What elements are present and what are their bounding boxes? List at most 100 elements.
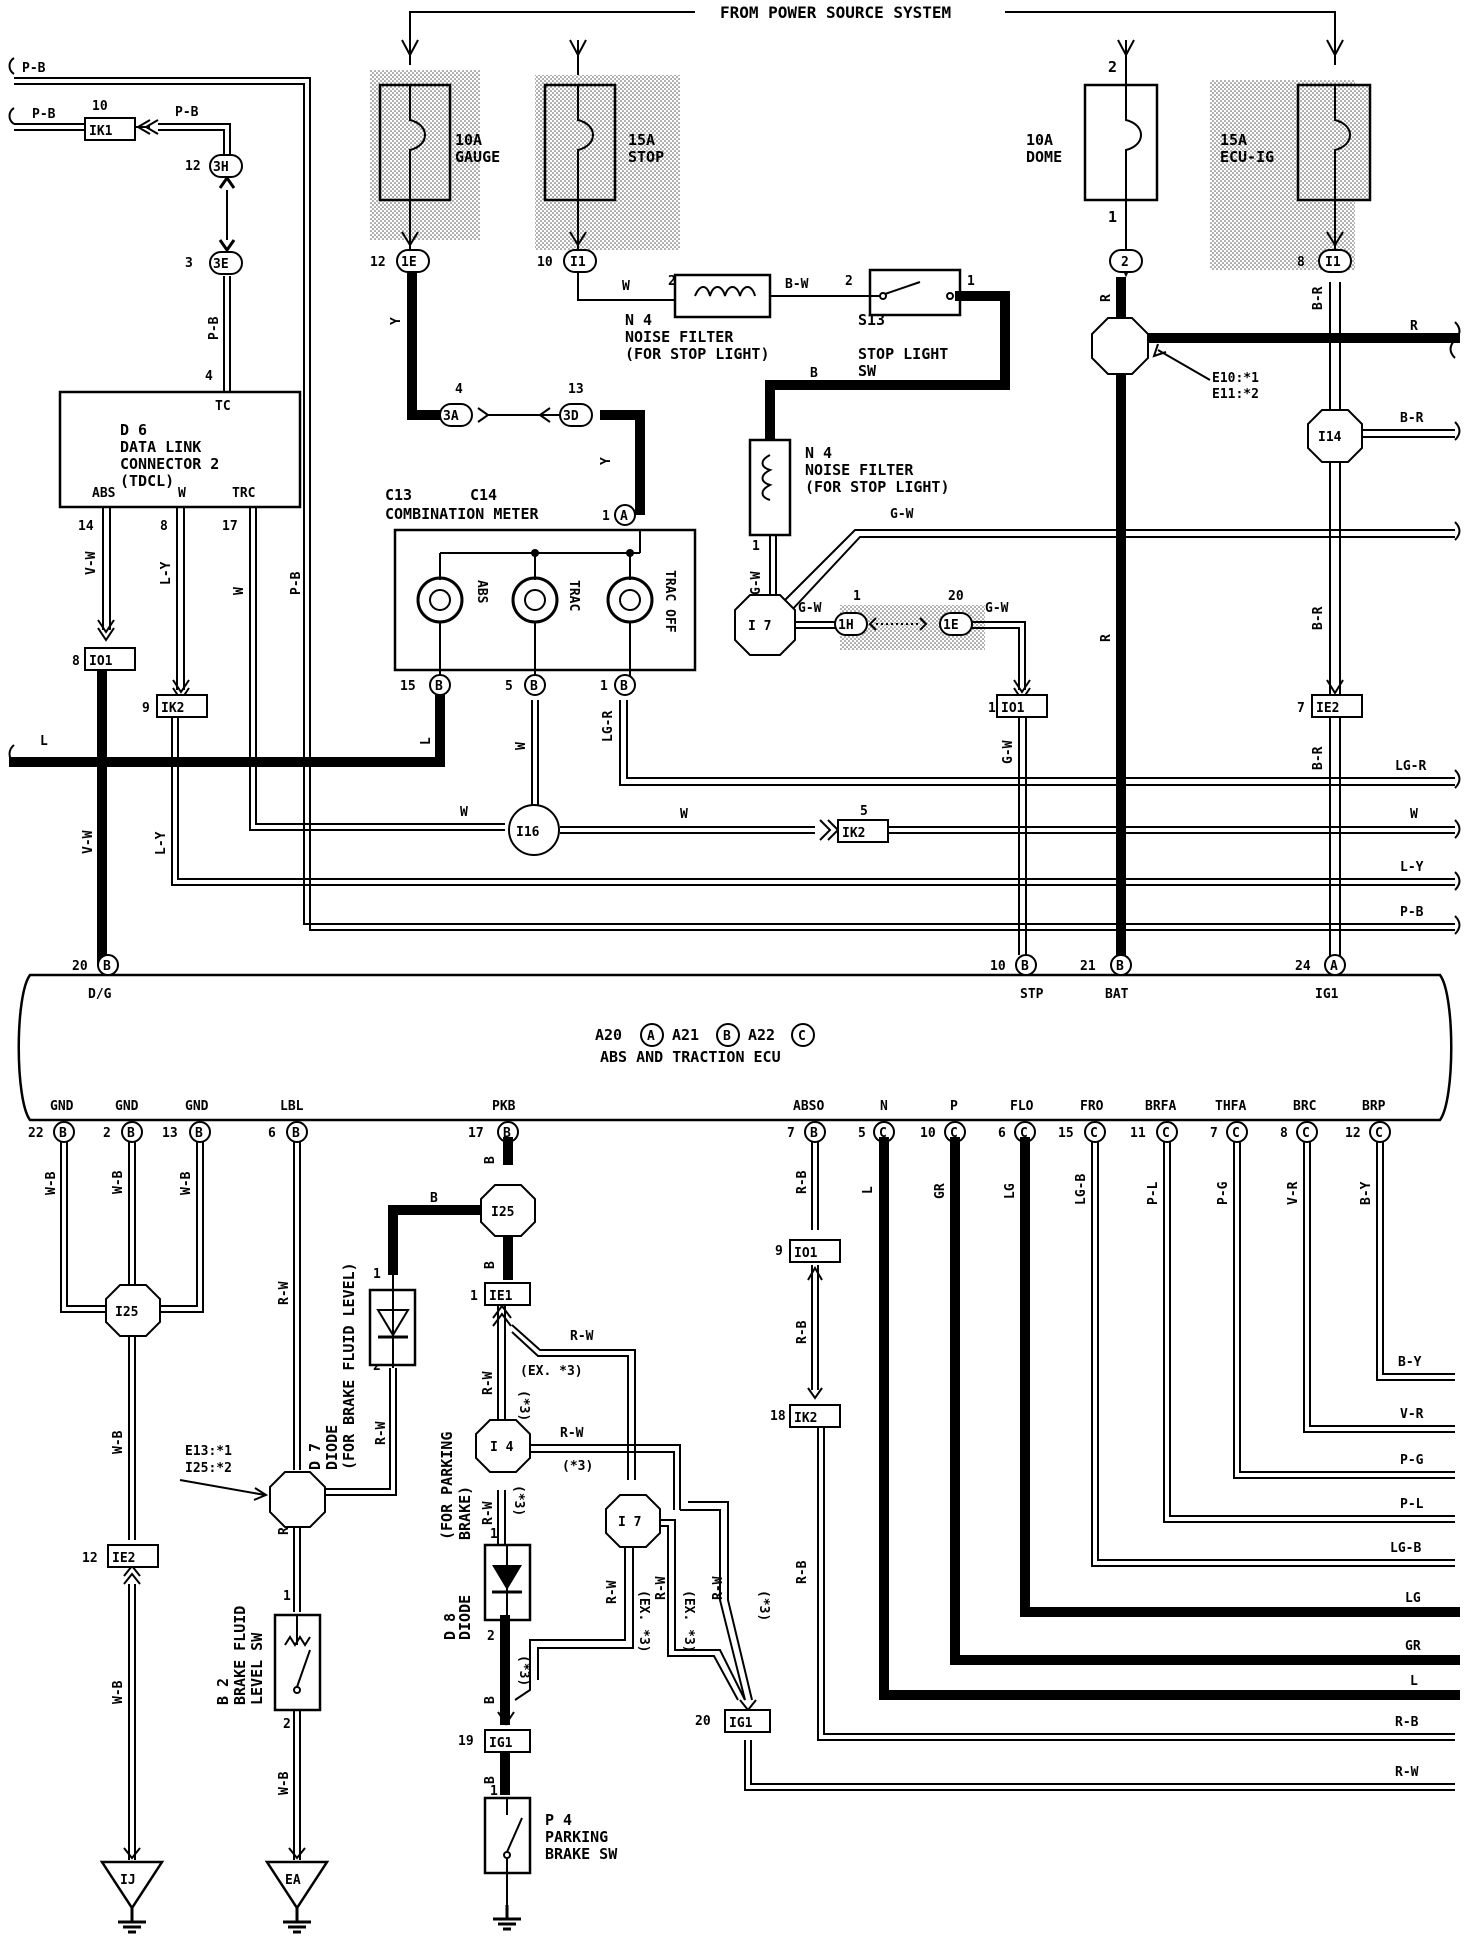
svg-text:B-R: B-R	[1400, 411, 1424, 426]
svg-text:BRAKE SW: BRAKE SW	[545, 1845, 618, 1863]
right-edge-breaks	[1449, 321, 1461, 935]
svg-text:14: 14	[78, 519, 94, 534]
svg-text:LG-R: LG-R	[1395, 759, 1426, 774]
svg-text:9: 9	[775, 1244, 783, 1259]
svg-text:STOP LIGHT: STOP LIGHT	[858, 345, 948, 363]
svg-text:1E: 1E	[943, 618, 959, 633]
svg-text:19: 19	[458, 1734, 474, 1749]
svg-text:R: R	[1099, 294, 1114, 302]
svg-text:5: 5	[860, 804, 868, 819]
svg-text:R-W: R-W	[605, 1580, 620, 1604]
svg-text:4: 4	[205, 369, 213, 384]
svg-text:ABS: ABS	[474, 580, 489, 604]
svg-text:ABS: ABS	[92, 486, 116, 501]
svg-text:E13:*1: E13:*1	[185, 1444, 232, 1459]
svg-text:3A: 3A	[443, 409, 459, 424]
top-left-wiring: P-B P-B P-B P-B P-B 10 P-B 4 TC D 6 DATA…	[8, 57, 1455, 965]
ground-p4	[491, 1903, 523, 1931]
svg-text:IK1: IK1	[89, 124, 113, 139]
svg-text:GR: GR	[1405, 1639, 1421, 1654]
svg-text:P-G: P-G	[1216, 1181, 1231, 1205]
svg-text:R-B: R-B	[795, 1560, 810, 1584]
svg-text:W: W	[622, 279, 630, 294]
svg-text:D 6: D 6	[120, 421, 147, 439]
svg-text:C13: C13	[385, 486, 412, 504]
svg-text:N: N	[880, 1099, 888, 1114]
svg-text:LG: LG	[1003, 1183, 1018, 1199]
svg-text:6: 6	[268, 1126, 276, 1141]
svg-text:DIODE: DIODE	[323, 1425, 341, 1470]
svg-text:C: C	[1375, 1126, 1383, 1141]
svg-text:5: 5	[858, 1126, 866, 1141]
svg-text:L-Y: L-Y	[1400, 860, 1424, 875]
svg-text:10: 10	[537, 255, 553, 270]
svg-text:I 7: I 7	[618, 1515, 641, 1530]
svg-text:I25: I25	[491, 1205, 514, 1220]
svg-text:17: 17	[468, 1126, 484, 1141]
svg-text:NOISE FILTER: NOISE FILTER	[625, 328, 734, 346]
svg-text:P-G: P-G	[1400, 1453, 1424, 1468]
fuse-ecu-ig-name: ECU-IG	[1220, 148, 1274, 166]
svg-text:W: W	[232, 587, 247, 595]
svg-text:B: B	[620, 679, 628, 694]
bottom-wiring: W-B W-B W-B W-B W-B R-W R-W 1 R-W 2 1 B	[44, 1137, 1460, 1905]
svg-text:STP: STP	[1020, 987, 1044, 1002]
svg-text:B-Y: B-Y	[1359, 1181, 1374, 1205]
svg-text:C: C	[798, 1029, 806, 1044]
svg-text:V-R: V-R	[1400, 1407, 1424, 1422]
svg-text:Y: Y	[389, 317, 404, 325]
svg-text:P-B: P-B	[175, 105, 199, 120]
svg-text:B-W: B-W	[785, 277, 809, 292]
svg-text:18: 18	[770, 1409, 786, 1424]
svg-text:20: 20	[948, 589, 964, 604]
svg-text:C: C	[1302, 1126, 1310, 1141]
svg-text:3D: 3D	[563, 409, 579, 424]
svg-text:9: 9	[142, 701, 150, 716]
svg-text:IO1: IO1	[89, 654, 113, 669]
svg-text:B: B	[1116, 959, 1124, 974]
svg-text:R-B: R-B	[1395, 1715, 1419, 1730]
svg-text:R-W: R-W	[481, 1501, 496, 1525]
svg-text:B-Y: B-Y	[1398, 1355, 1422, 1370]
svg-text:P-B: P-B	[289, 571, 304, 595]
fuse-dome-name: DOME	[1026, 148, 1062, 166]
svg-text:E10:*1: E10:*1	[1212, 371, 1259, 386]
fuse-stop: 15A STOP	[535, 75, 680, 250]
svg-text:1H: 1H	[838, 618, 854, 633]
svg-text:IG1: IG1	[729, 1716, 753, 1731]
svg-text:TRAC: TRAC	[566, 580, 581, 611]
svg-text:8: 8	[72, 654, 80, 669]
svg-text:1: 1	[600, 679, 608, 694]
svg-text:A22: A22	[748, 1026, 775, 1044]
svg-text:B: B	[503, 1126, 511, 1141]
svg-text:1: 1	[988, 701, 996, 716]
svg-text:10: 10	[92, 99, 108, 114]
svg-text:L: L	[861, 1186, 876, 1194]
svg-text:R: R	[1099, 634, 1114, 642]
svg-text:G-W: G-W	[749, 571, 764, 595]
svg-text:L-Y: L-Y	[154, 831, 169, 855]
svg-text:1: 1	[373, 1267, 381, 1282]
svg-text:2: 2	[373, 1359, 381, 1374]
svg-text:1: 1	[967, 274, 975, 289]
fuse-gauge-name: GAUGE	[455, 148, 500, 166]
svg-text:(EX. *3): (EX. *3)	[681, 1590, 696, 1653]
fuse-gauge-rating: 10A	[455, 131, 482, 149]
svg-text:10: 10	[920, 1126, 936, 1141]
svg-text:BRFA: BRFA	[1145, 1099, 1176, 1114]
svg-text:6: 6	[998, 1126, 1006, 1141]
fuse-gauge: 10A GAUGE	[370, 70, 500, 240]
svg-text:B: B	[483, 1696, 498, 1704]
svg-text:12: 12	[185, 159, 201, 174]
svg-text:IG1: IG1	[489, 1736, 513, 1751]
svg-text:G-W: G-W	[890, 507, 914, 522]
svg-text:A: A	[1330, 959, 1338, 974]
svg-text:P 4: P 4	[545, 1811, 572, 1829]
svg-text:13: 13	[568, 382, 584, 397]
svg-text:BAT: BAT	[1105, 987, 1129, 1002]
svg-text:B: B	[530, 679, 538, 694]
svg-text:B-R: B-R	[1311, 286, 1326, 310]
svg-text:12: 12	[82, 1551, 98, 1566]
svg-text:P: P	[950, 1099, 958, 1114]
